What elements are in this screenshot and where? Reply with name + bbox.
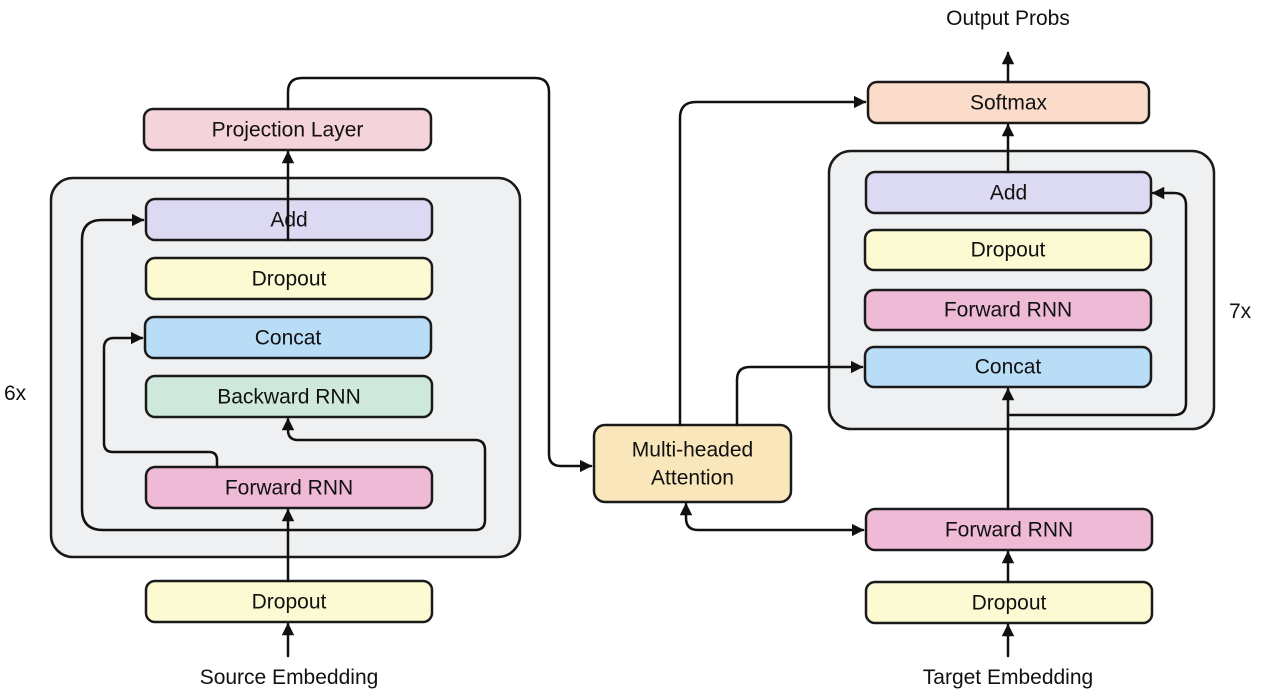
encoder-projection-box: Projection Layer [142, 107, 433, 152]
decoder-concat-box: Concat [863, 345, 1153, 389]
encoder-input-dropout-box: Dropout [144, 579, 434, 624]
encoder-dropout-box: Dropout [144, 256, 434, 301]
decoder-input-dropout-label: Dropout [972, 592, 1047, 615]
decoder-pre-forward-rnn-box: Forward RNN [864, 507, 1154, 552]
decoder-forward-rnn-label: Forward RNN [944, 299, 1072, 322]
decoder-input-dropout-box: Dropout [864, 580, 1154, 625]
decoder-forward-rnn-box: Forward RNN [863, 288, 1153, 332]
projection-to-attention [286, 76, 593, 473]
encoder-input-dropout-label: Dropout [252, 591, 327, 614]
encoder-forward-rnn-label: Forward RNN [225, 477, 353, 500]
encoder-projection-label: Projection Layer [212, 119, 364, 142]
encoder-concat-box: Concat [143, 315, 433, 360]
encoder-concat-label: Concat [255, 327, 322, 350]
decoder-connections [678, 51, 1188, 658]
decoder-concat-label: Concat [975, 356, 1042, 379]
decoder-dropout-box: Dropout [863, 228, 1153, 272]
source-embedding-label: Source Embedding [200, 666, 379, 689]
attention-to-concat [735, 360, 864, 427]
attention-box: Multi-headed Attention [592, 423, 793, 504]
encoder-dropout-label: Dropout [252, 268, 327, 291]
input-to-backward-rnn [281, 417, 487, 532]
decoder-add-box: Add [864, 170, 1153, 215]
decoder-softmax-label: Softmax [970, 92, 1048, 115]
decoder-residual-skip [1006, 186, 1188, 417]
target-embedding-label: Target Embedding [923, 666, 1093, 689]
attention-label-line2: Attention [651, 467, 734, 490]
encoder-connections [80, 76, 593, 658]
attention-forward-rnn-bidirectional [679, 502, 865, 537]
encoder-backward-rnn-box: Backward RNN [144, 374, 434, 419]
encoder-backward-rnn-label: Backward RNN [217, 386, 361, 409]
forward-rnn-to-concat [102, 331, 219, 469]
attention-label-line1: Multi-headed [632, 439, 753, 462]
output-probs-label: Output Probs [946, 7, 1070, 30]
encoder-residual-skip [80, 213, 290, 532]
decoder-softmax-box: Softmax [866, 80, 1151, 125]
decoder-dropout-label: Dropout [971, 239, 1046, 262]
decoder-repeat-label: 7x [1229, 300, 1252, 323]
decoder-pre-forward-rnn-label: Forward RNN [945, 519, 1073, 542]
attention-to-softmax [678, 95, 867, 427]
encoder-repeat-label: 6x [4, 382, 27, 405]
encoder-forward-rnn-box: Forward RNN [144, 465, 434, 510]
decoder-add-label: Add [990, 182, 1027, 205]
